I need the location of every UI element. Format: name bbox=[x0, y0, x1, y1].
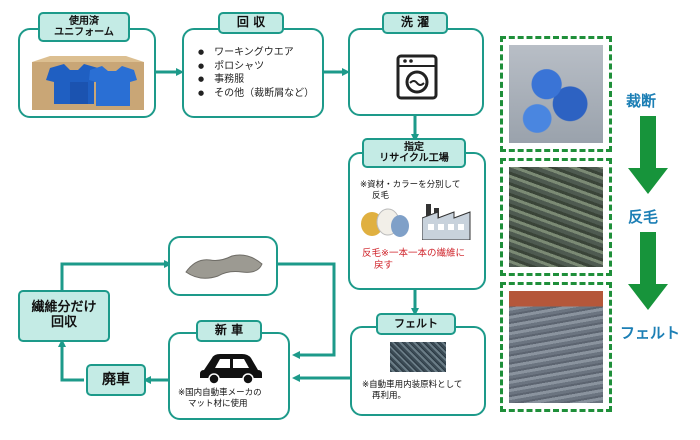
uniform-box-image bbox=[32, 56, 144, 110]
felt-part-image bbox=[185, 254, 263, 279]
list-item: ポロシャツ bbox=[198, 60, 314, 74]
felt-box: ※自動車用内装原料として 再利用。 bbox=[350, 326, 486, 416]
arrow-scrap-to-fiber bbox=[58, 339, 84, 382]
factory-red-line2: 戻す bbox=[374, 259, 394, 271]
step-cutting-label: 裁断 bbox=[626, 92, 657, 110]
list-item: その他（裁断屑など） bbox=[198, 87, 314, 101]
new-car-note-line2: マット材に使用 bbox=[188, 398, 248, 409]
fiber-recovery-line2: 回収 bbox=[50, 315, 77, 330]
factory-red-line1: 反毛※一本一本の繊維に bbox=[362, 248, 465, 259]
felt-note: ※自動車用内装原料として 再利用。 bbox=[362, 380, 462, 401]
factory-line2: リサイクル工場 bbox=[379, 153, 449, 164]
factory-note-line1: ※資材・カラーを分別して bbox=[360, 180, 461, 190]
arrow-fiber-to-part bbox=[60, 260, 172, 290]
collection-list: ワーキングウエア ポロシャツ 事務服 その他（裁断屑など） bbox=[198, 46, 314, 100]
felt-note-line2: 再利用。 bbox=[372, 390, 407, 401]
opening-machine-image bbox=[509, 167, 603, 267]
step-opening-label: 反毛 bbox=[628, 208, 659, 226]
washing-label: 洗 濯 bbox=[382, 12, 448, 34]
arrow-part-to-newcar bbox=[278, 262, 336, 359]
scrap-label: 廃車 bbox=[86, 364, 146, 396]
felt-photo bbox=[500, 282, 612, 412]
step-arrow-1 bbox=[628, 116, 668, 194]
cutting-photo bbox=[500, 36, 612, 152]
factory-red-note: 反毛※一本一本の繊維に 戻す bbox=[362, 248, 465, 272]
step-arrow-2 bbox=[628, 232, 668, 310]
collection-label: 回 収 bbox=[218, 12, 284, 34]
factory-note-line2: 反毛 bbox=[372, 190, 390, 201]
opening-photo bbox=[500, 158, 612, 276]
felt-image bbox=[390, 342, 446, 372]
recycle-factory-box: ※資材・カラーを分別して 反毛 反毛※一本一本の繊維に 戻す bbox=[348, 152, 486, 290]
fiber-recovery-line1: 繊維分だけ bbox=[31, 300, 97, 316]
felt-label: フェルト bbox=[376, 313, 456, 335]
list-item: ワーキングウエア bbox=[198, 46, 314, 60]
used-uniform-label: 使用済 ユニフォーム bbox=[38, 12, 130, 42]
list-item: 事務服 bbox=[198, 73, 314, 87]
cut-uniform-image bbox=[509, 45, 603, 143]
factory-icon bbox=[422, 204, 471, 240]
step-felt-label: フェルト bbox=[620, 324, 681, 342]
car-icon bbox=[200, 354, 262, 384]
fiber-spools-image bbox=[361, 208, 409, 237]
felt-part-box bbox=[168, 236, 278, 296]
used-uniform-line2: ユニフォーム bbox=[54, 27, 114, 38]
recycle-factory-label: 指定 リサイクル工場 bbox=[362, 138, 466, 168]
new-car-label: 新 車 bbox=[196, 320, 262, 342]
collection-box: ワーキングウエア ポロシャツ 事務服 その他（裁断屑など） bbox=[182, 28, 324, 118]
factory-line1: 指定 bbox=[404, 141, 424, 153]
felt-note-line1: ※自動車用内装原料として bbox=[362, 380, 463, 390]
factory-note: ※資材・カラーを分別して 反毛 bbox=[360, 180, 460, 201]
washing-machine-icon bbox=[396, 54, 438, 100]
felt-roll-image bbox=[509, 291, 603, 403]
new-car-note: ※国内自動車メーカの マット材に使用 bbox=[178, 388, 262, 409]
fiber-recovery-label: 繊維分だけ 回収 bbox=[18, 290, 110, 342]
new-car-note-line1: ※国内自動車メーカの bbox=[178, 388, 262, 398]
used-uniform-line1: 使用済 bbox=[69, 15, 99, 27]
used-uniform-box bbox=[18, 28, 156, 118]
washing-box bbox=[348, 28, 484, 116]
new-car-box: ※国内自動車メーカの マット材に使用 bbox=[168, 332, 290, 420]
